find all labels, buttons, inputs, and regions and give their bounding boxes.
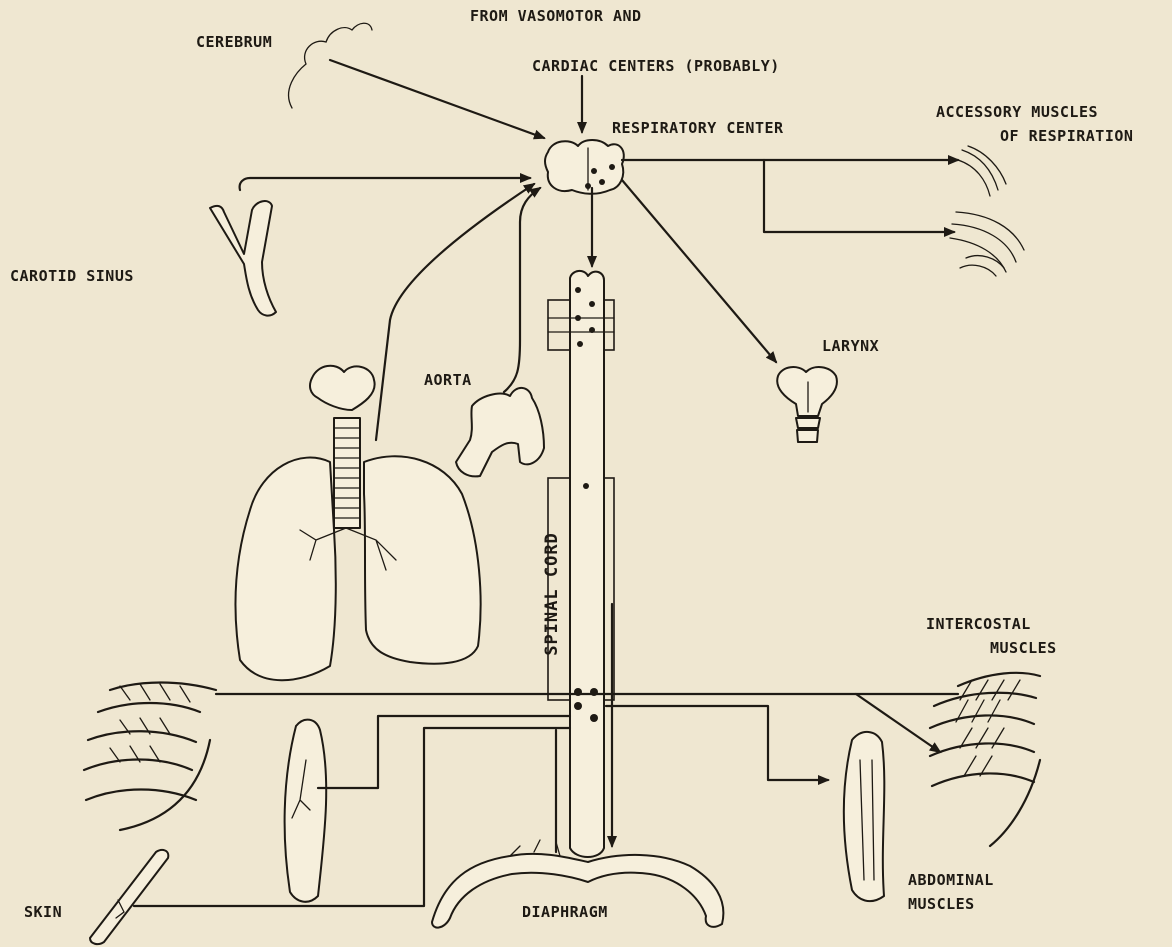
accessory-muscles-label-line2: OF RESPIRATION [1000,126,1133,146]
diaphragm-label: DIAPHRAGM [522,902,608,922]
respiratory-center-label: RESPIRATORY CENTER [612,118,784,138]
aorta-label: AORTA [424,370,472,390]
abdominal-muscle-right-shape [844,732,885,901]
vasomotor-label-line1: FROM VASOMOTOR AND [470,6,642,26]
spinal-cord-label: SPINAL CORD [542,514,562,674]
respiratory-center-shape [545,140,624,194]
larynx-shape [777,367,837,442]
skin-label: SKIN [24,902,62,922]
carotid-sinus-shape [210,201,276,316]
lungs-shape [235,366,480,681]
skin-shape [90,850,168,944]
cerebrum-label: CEREBRUM [196,32,272,52]
abdominal-label-line1: ABDOMINAL [908,870,994,890]
intercostal-label-line1: INTERCOSTAL [926,614,1031,634]
abdominal-muscle-left-shape [285,720,327,902]
cerebrum-shape [289,23,372,108]
accessory-muscles-label-line1: ACCESSORY MUSCLES [936,102,1098,122]
left-ribs-shape [84,683,216,831]
nerve-pathways [134,60,958,906]
right-ribs-shape [930,673,1040,846]
aorta-shape [456,388,544,476]
larynx-label: LARYNX [822,336,879,356]
intercostal-label-line2: MUSCLES [990,638,1057,658]
carotid-sinus-label: CAROTID SINUS [10,266,134,286]
accessory-muscles-shape [950,146,1024,276]
abdominal-label-line2: MUSCLES [908,894,975,914]
vasomotor-label-line2: CARDIAC CENTERS (PROBABLY) [532,56,780,76]
